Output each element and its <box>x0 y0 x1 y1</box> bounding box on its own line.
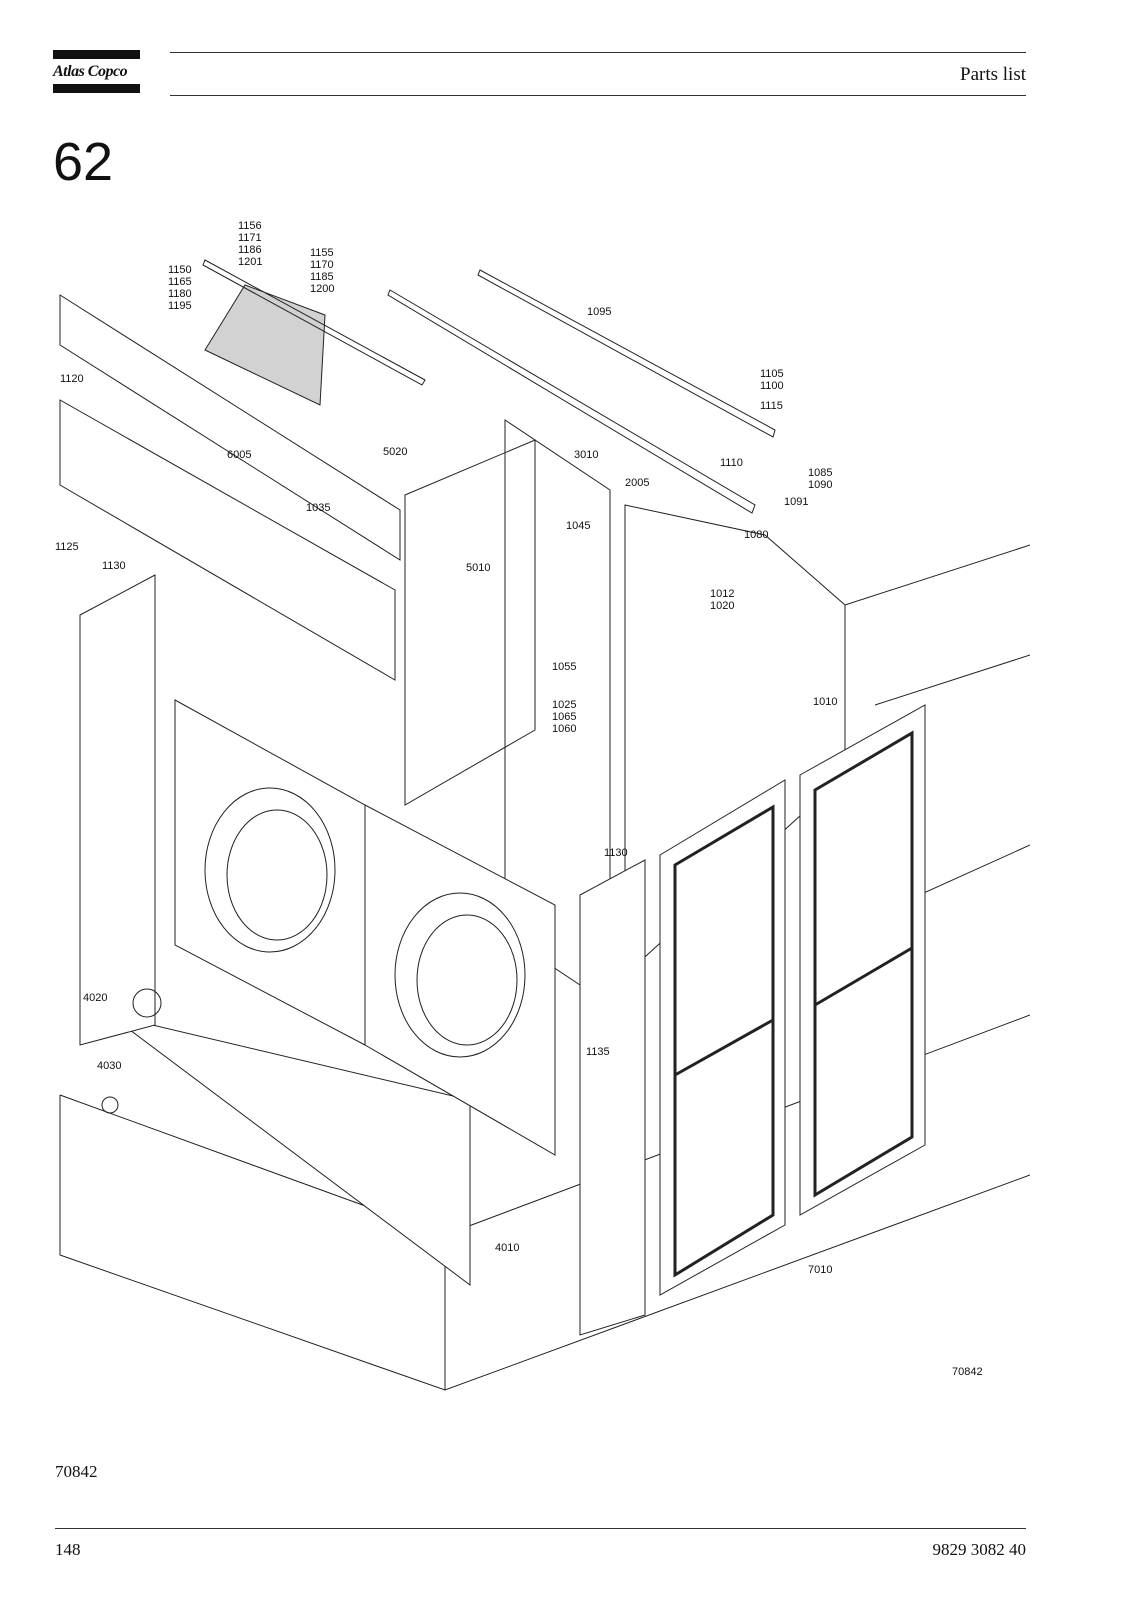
page-number: 148 <box>55 1540 81 1559</box>
side-panel-1130-left <box>79 574 156 1046</box>
callout-1156: 1156 <box>238 220 262 232</box>
front-base-panel <box>109 1014 471 1286</box>
figure-code: 70842 <box>55 1462 98 1481</box>
drawing-id-label: 70842 <box>952 1366 983 1378</box>
callout-1201: 1201 <box>238 256 262 268</box>
callout-1130-bottom: 1130 <box>604 847 628 859</box>
callout-5020: 5020 <box>383 446 407 458</box>
fan-plate-left <box>174 699 366 1046</box>
center-panel-1055 <box>404 439 536 806</box>
callout-1105: 1105 <box>760 368 784 380</box>
callout-1091: 1091 <box>784 496 808 508</box>
fan-inlet-left-inner <box>226 809 328 941</box>
callout-4020: 4020 <box>83 992 107 1004</box>
top-strip-1155 <box>202 259 426 386</box>
callout-1200: 1200 <box>310 283 334 295</box>
right-frame-top-edge <box>844 544 1030 606</box>
callout-1155: 1155 <box>310 247 334 259</box>
callout-2005: 2005 <box>625 477 649 489</box>
document-number: 9829 3082 40 <box>932 1540 1027 1559</box>
callout-1065: 1065 <box>552 711 576 723</box>
callout-1025: 1025 <box>552 699 576 711</box>
callout-1055: 1055 <box>552 661 576 673</box>
callout-1012: 1012 <box>710 588 734 600</box>
callout-1095: 1095 <box>587 306 611 318</box>
header-rule-bottom <box>170 95 1026 96</box>
callout-4030: 4030 <box>97 1060 121 1072</box>
right-frame-mid-edge <box>874 654 1030 706</box>
callout-4010: 4010 <box>495 1242 519 1254</box>
callout-1186: 1186 <box>238 244 262 256</box>
grommet-4030 <box>101 1096 119 1114</box>
callout-1135: 1135 <box>586 1046 610 1058</box>
callout-1115: 1115 <box>760 400 783 412</box>
filter-divider-front <box>674 1018 774 1077</box>
fan-inlet-left <box>204 787 336 953</box>
filter-mesh-front <box>673 804 775 1278</box>
fan-inlet-right <box>394 892 526 1058</box>
callout-1195: 1195 <box>168 300 192 312</box>
callout-1080: 1080 <box>744 529 768 541</box>
side-panel-1130-right <box>579 859 646 1336</box>
filter-divider-rear <box>814 946 913 1007</box>
gauge-4020 <box>132 988 162 1018</box>
callout-1020: 1020 <box>710 600 734 612</box>
footer-rule <box>55 1528 1026 1529</box>
callout-6005: 6005 <box>227 449 251 461</box>
callout-1060: 1060 <box>552 723 576 735</box>
base-frame-outline <box>59 1095 1030 1391</box>
fan-inlet-right-inner <box>416 914 518 1046</box>
rail-1080 <box>387 289 756 514</box>
exploded-parts-drawing: 1156 1171 1186 1201 1155 1170 1185 1200 … <box>55 215 1030 1415</box>
callout-1165: 1165 <box>168 276 192 288</box>
callout-7010: 7010 <box>808 1264 832 1276</box>
filter-frame-front <box>659 779 786 1296</box>
callout-5010: 5010 <box>466 562 490 574</box>
callout-1035: 1035 <box>306 502 330 514</box>
callout-1010: 1010 <box>813 696 837 708</box>
side-panel-1120 <box>59 399 396 681</box>
header-title: Parts list <box>960 64 1026 85</box>
section-number: 62 <box>53 132 114 192</box>
logo-top-bar <box>53 50 140 59</box>
filter-mesh-rear <box>813 730 914 1198</box>
fan-plate-right <box>364 804 556 1156</box>
logo-bottom-bar <box>53 84 140 93</box>
callout-1085: 1085 <box>808 467 832 479</box>
callout-1125: 1125 <box>55 541 79 553</box>
callout-1170: 1170 <box>310 259 334 271</box>
callout-1150: 1150 <box>168 264 192 276</box>
callout-1110: 1110 <box>720 457 743 469</box>
callout-3010: 3010 <box>574 449 598 461</box>
callout-1100: 1100 <box>760 380 784 392</box>
logo-wordmark: Atlas Copco <box>53 63 128 80</box>
callout-1090: 1090 <box>808 479 832 491</box>
callout-1185: 1185 <box>310 271 334 283</box>
filter-frame-rear <box>799 704 926 1216</box>
air-guide-wedge <box>204 284 326 406</box>
top-rail-panel <box>59 294 401 561</box>
callout-1120: 1120 <box>60 373 84 385</box>
callout-1180: 1180 <box>168 288 192 300</box>
header-rule-top <box>170 52 1026 53</box>
callout-1045: 1045 <box>566 520 590 532</box>
callout-1171: 1171 <box>238 232 262 244</box>
atlas-copco-logo: Atlas Copco <box>53 50 140 93</box>
callout-1130-top: 1130 <box>102 560 126 572</box>
rail-1095 <box>477 269 776 438</box>
